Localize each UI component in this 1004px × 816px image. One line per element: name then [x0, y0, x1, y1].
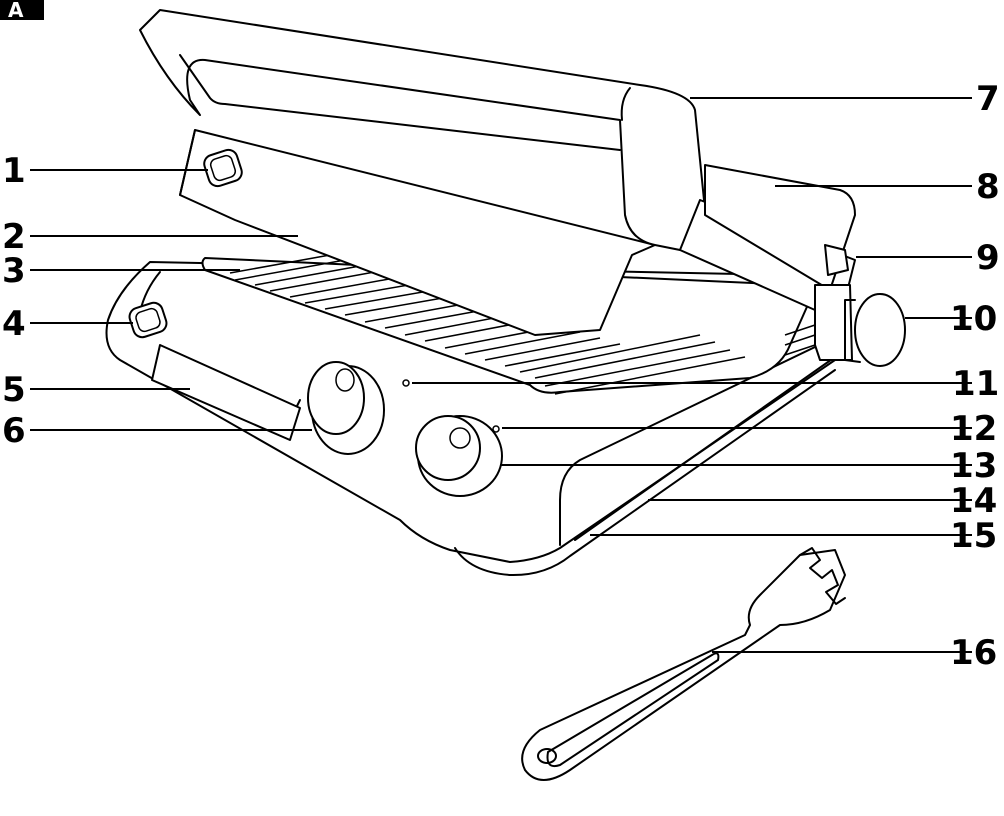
callout-15: 15: [950, 516, 997, 556]
callout-4: 4: [2, 304, 26, 344]
callout-8: 8: [976, 167, 1000, 207]
callout-6: 6: [2, 411, 26, 451]
callout-12: 12: [950, 409, 997, 449]
hinge-bracket: [815, 285, 852, 360]
height-knob: [855, 294, 905, 366]
callout-3: 3: [2, 251, 26, 291]
callout-13: 13: [950, 446, 997, 486]
callout-16: 16: [950, 633, 997, 673]
cleaning-scraper: [522, 548, 845, 780]
callout-14: 14: [950, 481, 997, 521]
callout-11: 11: [952, 364, 999, 404]
callout-9: 9: [976, 238, 1000, 278]
callout-5: 5: [2, 370, 26, 410]
corner-label: A: [8, 0, 24, 22]
corner-tab: A: [0, 0, 44, 22]
scraper-body: [522, 550, 845, 780]
callout-1: 1: [2, 151, 26, 191]
callout-7: 7: [976, 79, 1000, 119]
callout-10: 10: [950, 299, 997, 339]
hinge-latch: [825, 245, 848, 275]
timer-knob: [416, 416, 502, 496]
